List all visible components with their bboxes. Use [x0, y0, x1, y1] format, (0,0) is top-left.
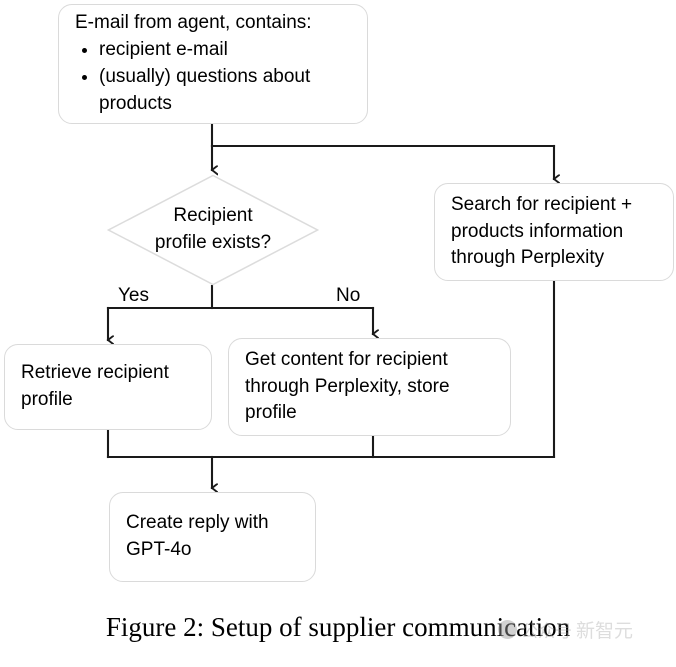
node-search-text: Search for recipient + products informat… [451, 193, 638, 269]
list-item: recipient e-mail [99, 37, 351, 64]
node-email-heading: E-mail from agent, contains: [75, 12, 312, 34]
node-decision-label: Recipient profile exists? [107, 174, 319, 286]
node-retrieve-recipient-profile: Retrieve recipient profile [4, 344, 212, 430]
node-retrieve-text: Retrieve recipient profile [21, 362, 175, 410]
list-item: (usually) questions about products [99, 64, 351, 118]
node-getcontent-text: Get content for recipient through Perple… [245, 348, 455, 424]
node-decision-line1: Recipient [173, 205, 253, 227]
node-email-from-agent: E-mail from agent, contains: recipient e… [58, 4, 368, 124]
node-create-reply-gpt4o: Create reply with GPT-4o [109, 492, 316, 582]
node-email-bullet-list: recipient e-mail (usually) questions abo… [75, 37, 351, 118]
node-decision-recipient-profile-exists: Recipient profile exists? [107, 174, 319, 286]
edge-label-yes: Yes [118, 285, 149, 306]
diamond-shape [107, 174, 319, 286]
edge-label-no: No [336, 285, 361, 306]
node-reply-text: Create reply with GPT-4o [126, 512, 274, 560]
node-get-content-store-profile: Get content for recipient through Perple… [228, 338, 511, 436]
node-search-recipient-products: Search for recipient + products informat… [434, 183, 674, 281]
figure-caption: Figure 2: Setup of supplier communicatio… [105, 612, 571, 642]
node-decision-line2: profile exists? [154, 232, 272, 253]
